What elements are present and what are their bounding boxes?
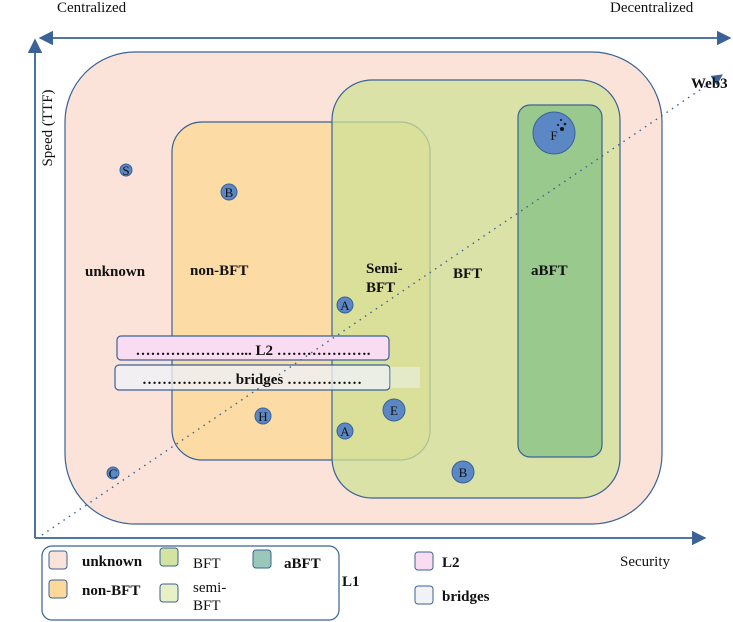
region-label-abft: aBFT xyxy=(531,263,568,279)
legend-swatch-unknown xyxy=(48,550,68,570)
legend-label-l1: L1 xyxy=(342,574,360,590)
l2-bar xyxy=(116,335,390,361)
region-label-unknown: unknown xyxy=(85,264,146,280)
bridges-label: ……………… bridges …………… xyxy=(142,372,362,388)
svg-text:B: B xyxy=(225,185,234,200)
node-c: C xyxy=(106,466,120,481)
legend-label-abft: aBFT xyxy=(284,556,321,572)
node-a-lower: A xyxy=(336,422,354,440)
region-label-bft: BFT xyxy=(453,266,482,282)
node-b-lower: B xyxy=(451,460,475,484)
web3-diagonal xyxy=(41,74,723,536)
node-b-upper: B xyxy=(220,183,238,201)
svg-text:F: F xyxy=(550,128,557,143)
legend-swatch-non-bft xyxy=(48,579,68,599)
svg-text:E: E xyxy=(390,403,398,418)
node-e: E xyxy=(382,398,406,422)
region-label-semi-bft-2: BFT xyxy=(366,280,395,296)
l2-label: …………………... L2 ………………. xyxy=(135,343,370,359)
node-h: H xyxy=(254,407,272,425)
node-a-upper: A xyxy=(336,296,354,314)
node-f: F xyxy=(532,111,576,155)
legend-swatch-abft xyxy=(252,549,272,569)
region-label-non-bft: non-BFT xyxy=(190,263,248,279)
svg-text:A: A xyxy=(340,424,350,439)
legend-label-bft: BFT xyxy=(193,556,221,572)
label-speed: Speed (TTF) xyxy=(40,89,56,166)
svg-text:B: B xyxy=(459,465,468,480)
legend-label-semi-1: semi- xyxy=(193,580,226,596)
bridges-bar-extension xyxy=(390,367,420,388)
legend-label-unknown: unknown xyxy=(82,554,143,570)
region-label-semi-bft-1: Semi- xyxy=(366,261,403,277)
label-security: Security xyxy=(620,554,670,570)
legend-label-bridges: bridges xyxy=(442,589,490,605)
label-web3: Web3 xyxy=(691,76,728,92)
legend-swatch-bridges xyxy=(414,585,434,605)
legend-label-non-bft: non-BFT xyxy=(82,583,140,599)
legend-label-l2: L2 xyxy=(442,555,460,571)
svg-text:H: H xyxy=(258,409,267,424)
svg-text:C: C xyxy=(109,466,118,481)
legend-swatch-l2 xyxy=(414,551,434,571)
label-decentralized: Decentralized xyxy=(610,0,694,16)
label-centralized: Centralized xyxy=(57,0,127,16)
svg-text:S: S xyxy=(122,163,129,178)
legend-swatch-bft xyxy=(159,547,179,567)
legend-label-semi-2: BFT xyxy=(193,598,221,614)
node-s: S xyxy=(119,163,133,178)
legend-swatch-semi-bft xyxy=(159,583,179,603)
svg-text:A: A xyxy=(340,298,350,313)
region-abft xyxy=(517,104,603,458)
